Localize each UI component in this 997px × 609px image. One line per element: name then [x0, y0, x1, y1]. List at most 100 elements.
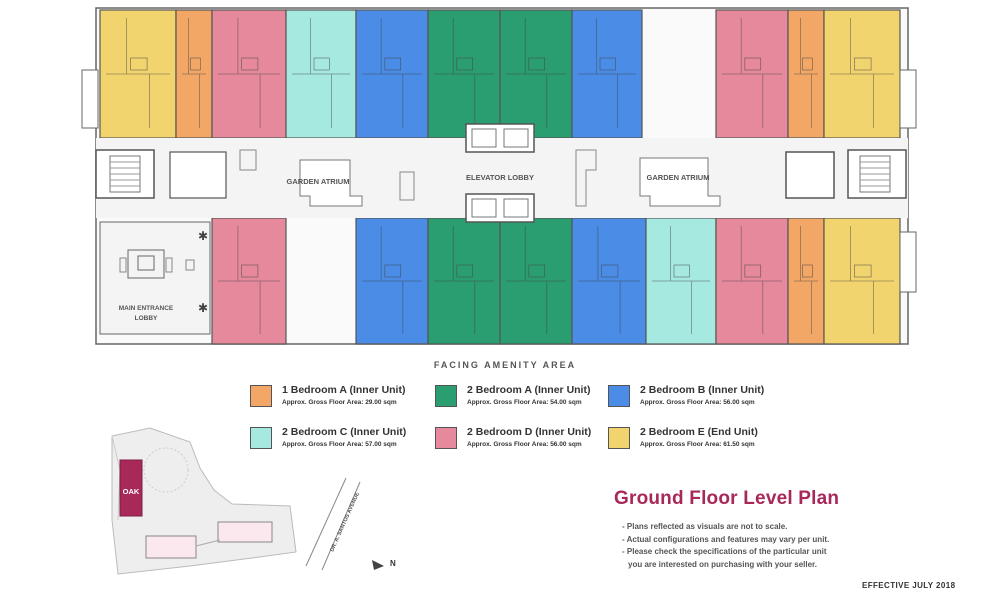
- site-building-2: [217, 521, 273, 543]
- unit-partition: [506, 226, 566, 334]
- unit-partition: [652, 226, 710, 334]
- unit-fixture: [129, 57, 148, 71]
- unit-fixture: [601, 264, 619, 278]
- oak-building: [119, 459, 143, 517]
- service-room-right: [785, 151, 835, 199]
- facing-amenity-label: FACING AMENITY AREA: [434, 360, 576, 370]
- legend-name: 2 Bedroom A (Inner Unit): [467, 384, 591, 396]
- legend-item-2br-e: 2 Bedroom E (End Unit) Approx. Gross Flo…: [608, 426, 788, 454]
- legend-swatch: [250, 385, 272, 407]
- legend-area: Approx. Gross Floor Area: 29.00 sqm: [282, 399, 397, 406]
- unit-fixture: [528, 57, 546, 71]
- right-stair-core: [847, 149, 907, 199]
- legend-area: Approx. Gross Floor Area: 56.00 sqm: [467, 441, 582, 448]
- unit-partition: [434, 18, 494, 128]
- site-building-1: [145, 535, 197, 559]
- svg-text:✱: ✱: [198, 229, 208, 243]
- unit-fixture: [599, 57, 616, 71]
- legend-name: 2 Bedroom C (Inner Unit): [282, 426, 407, 438]
- north-label: N: [390, 559, 396, 568]
- legend-item-2br-a: 2 Bedroom A (Inner Unit) Approx. Gross F…: [435, 384, 615, 412]
- legend-area: Approx. Gross Floor Area: 57.00 sqm: [282, 441, 397, 448]
- unit-partition: [830, 226, 894, 334]
- unit-fixture: [456, 57, 474, 71]
- north-arrow-icon: [372, 560, 384, 570]
- oak-label: OAK: [123, 487, 140, 496]
- legend-name: 2 Bedroom E (End Unit): [640, 426, 758, 438]
- main-entrance-label-line1: MAIN ENTRANCE: [119, 305, 174, 312]
- legend-area: Approx. Gross Floor Area: 61.50 sqm: [640, 441, 755, 448]
- garden-atrium-right-label: GARDEN ATRIUM: [647, 173, 710, 182]
- legend-item-2br-d: 2 Bedroom D (Inner Unit) Approx. Gross F…: [435, 426, 615, 454]
- unit-fixture: [528, 264, 546, 278]
- unit-partition: [578, 18, 636, 128]
- top-units-row: [99, 9, 901, 139]
- road-edge-2: [321, 481, 361, 571]
- left-stair-core: [95, 149, 155, 199]
- svg-text:✱: ✱: [198, 301, 208, 315]
- note-line: you are interested on purchasing with yo…: [628, 559, 817, 569]
- legend-name: 2 Bedroom D (Inner Unit): [467, 426, 592, 438]
- unit-fixture: [802, 264, 813, 278]
- unit-partition: [722, 18, 782, 128]
- legend-item-1br-a: 1 Bedroom A (Inner Unit) Approx. Gross F…: [250, 384, 430, 412]
- unit-fixture: [456, 264, 474, 278]
- unit-fixture: [854, 264, 872, 278]
- note-line: - Plans reflected as visuals are not to …: [622, 522, 788, 531]
- legend-name: 1 Bedroom A (Inner Unit): [282, 384, 406, 396]
- unit-partition: [362, 18, 422, 128]
- elevator-lobby-label: ELEVATOR LOBBY: [466, 173, 534, 182]
- legend-item-2br-c: 2 Bedroom C (Inner Unit) Approx. Gross F…: [250, 426, 430, 454]
- plan-title: Ground Floor Level Plan: [614, 488, 840, 509]
- unit-fixture: [189, 57, 201, 71]
- legend-item-2br-b: 2 Bedroom B (Inner Unit) Approx. Gross F…: [608, 384, 788, 412]
- unit-partition: [218, 18, 280, 128]
- left-balcony: [81, 69, 99, 129]
- unit-partition: [794, 18, 818, 128]
- right-balcony: [899, 69, 917, 129]
- unit-partition: [106, 18, 170, 128]
- unit-fixture: [313, 57, 330, 71]
- legend-swatch: [435, 427, 457, 449]
- legend-swatch: [435, 385, 457, 407]
- unit-fixture: [241, 264, 259, 278]
- unit-partition: [182, 18, 206, 128]
- main-entrance-label-line2: LOBBY: [135, 315, 158, 322]
- bottom-units-row: [211, 217, 901, 345]
- unit-fixture: [384, 57, 402, 71]
- unit-fixture: [744, 264, 762, 278]
- right-lower-balcony: [899, 231, 917, 293]
- unit-partition: [830, 18, 894, 128]
- garden-atrium-left-label: GARDEN ATRIUM: [287, 177, 350, 186]
- plan-notes: - Plans reflected as visuals are not to …: [622, 521, 829, 571]
- legend-swatch: [608, 385, 630, 407]
- legend-name: 2 Bedroom B (Inner Unit): [640, 384, 765, 396]
- road-edge-1: [305, 477, 347, 567]
- unit-fixture: [384, 264, 402, 278]
- legend-area: Approx. Gross Floor Area: 54.00 sqm: [467, 399, 582, 406]
- effective-date: EFFECTIVE JULY 2018: [862, 581, 956, 590]
- main-entrance-lobby-area: ✱ ✱: [99, 221, 211, 335]
- legend-swatch: [250, 427, 272, 449]
- road-label: DR. A. SANTOS AVENUE: [329, 491, 361, 553]
- unit-fixture: [673, 264, 690, 278]
- note-line: - Please check the specifications of the…: [622, 547, 827, 556]
- unit-fixture: [854, 57, 872, 71]
- unit-fixture: [744, 57, 762, 71]
- garden-atrium-left-outline: [299, 159, 363, 207]
- unit-partition: [362, 226, 422, 334]
- legend-area: Approx. Gross Floor Area: 56.00 sqm: [640, 399, 755, 406]
- unit-fixture: [241, 57, 259, 71]
- unit-partition: [434, 226, 494, 334]
- unit-partition: [292, 18, 350, 128]
- service-room-left: [169, 151, 227, 199]
- unit-partition: [794, 226, 818, 334]
- note-line: - Actual configurations and features may…: [622, 534, 830, 544]
- unit-legend: 1 Bedroom A (Inner Unit) Approx. Gross F…: [250, 384, 810, 454]
- site-map: OAK DR. A. SANTOS AVENUE N: [111, 427, 396, 575]
- unit-fixture: [802, 57, 813, 71]
- legend-swatch: [608, 427, 630, 449]
- garden-atrium-right-outline: [639, 157, 721, 207]
- unit-partition: [578, 226, 640, 334]
